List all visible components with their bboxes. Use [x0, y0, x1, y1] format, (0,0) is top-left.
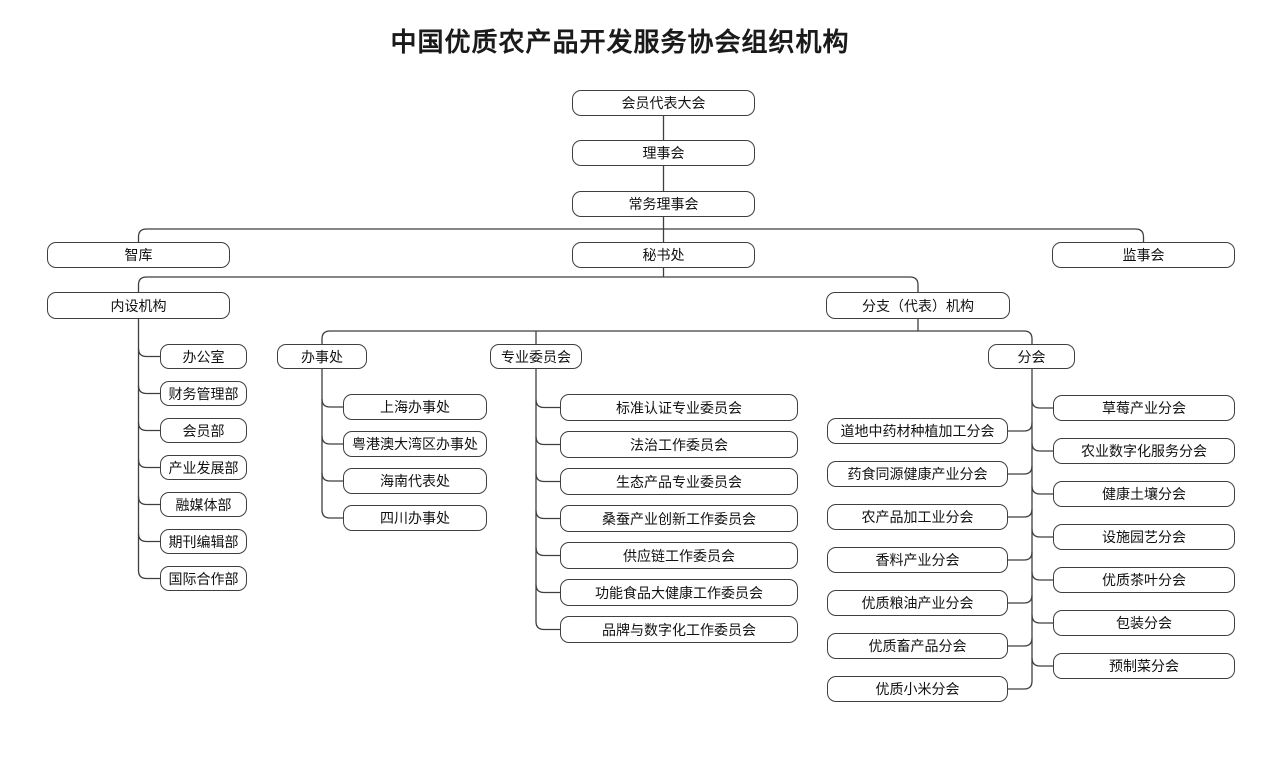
node-department-0: 办公室 — [160, 344, 247, 369]
node-department-3: 产业发展部 — [160, 455, 247, 480]
node-subassociation-right-1: 农业数字化服务分会 — [1053, 438, 1235, 464]
node-subassociation-left-4: 优质粮油产业分会 — [827, 590, 1008, 616]
node-subassociation-left-1: 药食同源健康产业分会 — [827, 461, 1008, 487]
node-office-3: 四川办事处 — [343, 505, 487, 531]
node-department-2: 会员部 — [160, 418, 247, 443]
node-committee-5: 功能食品大健康工作委员会 — [560, 579, 798, 606]
node-secretariat: 秘书处 — [572, 242, 755, 268]
node-committee-0: 标准认证专业委员会 — [560, 394, 798, 421]
node-subassociation-right-6: 预制菜分会 — [1053, 653, 1235, 679]
node-subassociation-right-0: 草莓产业分会 — [1053, 395, 1235, 421]
node-committees-header: 专业委员会 — [490, 344, 582, 369]
node-committee-4: 供应链工作委员会 — [560, 542, 798, 569]
node-subassociations-header: 分会 — [988, 344, 1075, 369]
node-subassociation-left-6: 优质小米分会 — [827, 676, 1008, 702]
node-committee-3: 桑蚕产业创新工作委员会 — [560, 505, 798, 532]
node-offices-header: 办事处 — [277, 344, 367, 369]
node-committee-2: 生态产品专业委员会 — [560, 468, 798, 495]
node-subassociation-right-3: 设施园艺分会 — [1053, 524, 1235, 550]
node-office-1: 粤港澳大湾区办事处 — [343, 431, 487, 457]
node-committee-6: 品牌与数字化工作委员会 — [560, 616, 798, 643]
page-title: 中国优质农产品开发服务协会组织机构 — [390, 27, 850, 57]
node-subassociation-left-5: 优质畜产品分会 — [827, 633, 1008, 659]
node-supervisory-board: 监事会 — [1052, 242, 1235, 268]
node-internal-orgs: 内设机构 — [47, 292, 230, 319]
node-subassociation-left-0: 道地中药材种植加工分会 — [827, 418, 1008, 444]
node-standing-council: 常务理事会 — [572, 191, 755, 217]
node-subassociation-left-2: 农产品加工业分会 — [827, 504, 1008, 530]
node-think-tank: 智库 — [47, 242, 230, 268]
node-subassociation-left-3: 香料产业分会 — [827, 547, 1008, 573]
node-department-5: 期刊编辑部 — [160, 529, 247, 554]
node-subassociation-right-2: 健康土壤分会 — [1053, 481, 1235, 507]
node-subassociation-right-4: 优质茶叶分会 — [1053, 567, 1235, 593]
node-council: 理事会 — [572, 140, 755, 166]
node-department-1: 财务管理部 — [160, 381, 247, 406]
node-branch-orgs: 分支（代表）机构 — [826, 292, 1010, 319]
node-department-4: 融媒体部 — [160, 492, 247, 517]
node-subassociation-right-5: 包装分会 — [1053, 610, 1235, 636]
node-office-0: 上海办事处 — [343, 394, 487, 420]
node-office-2: 海南代表处 — [343, 468, 487, 494]
node-committee-1: 法治工作委员会 — [560, 431, 798, 458]
node-department-6: 国际合作部 — [160, 566, 247, 591]
node-member-assembly: 会员代表大会 — [572, 90, 755, 116]
